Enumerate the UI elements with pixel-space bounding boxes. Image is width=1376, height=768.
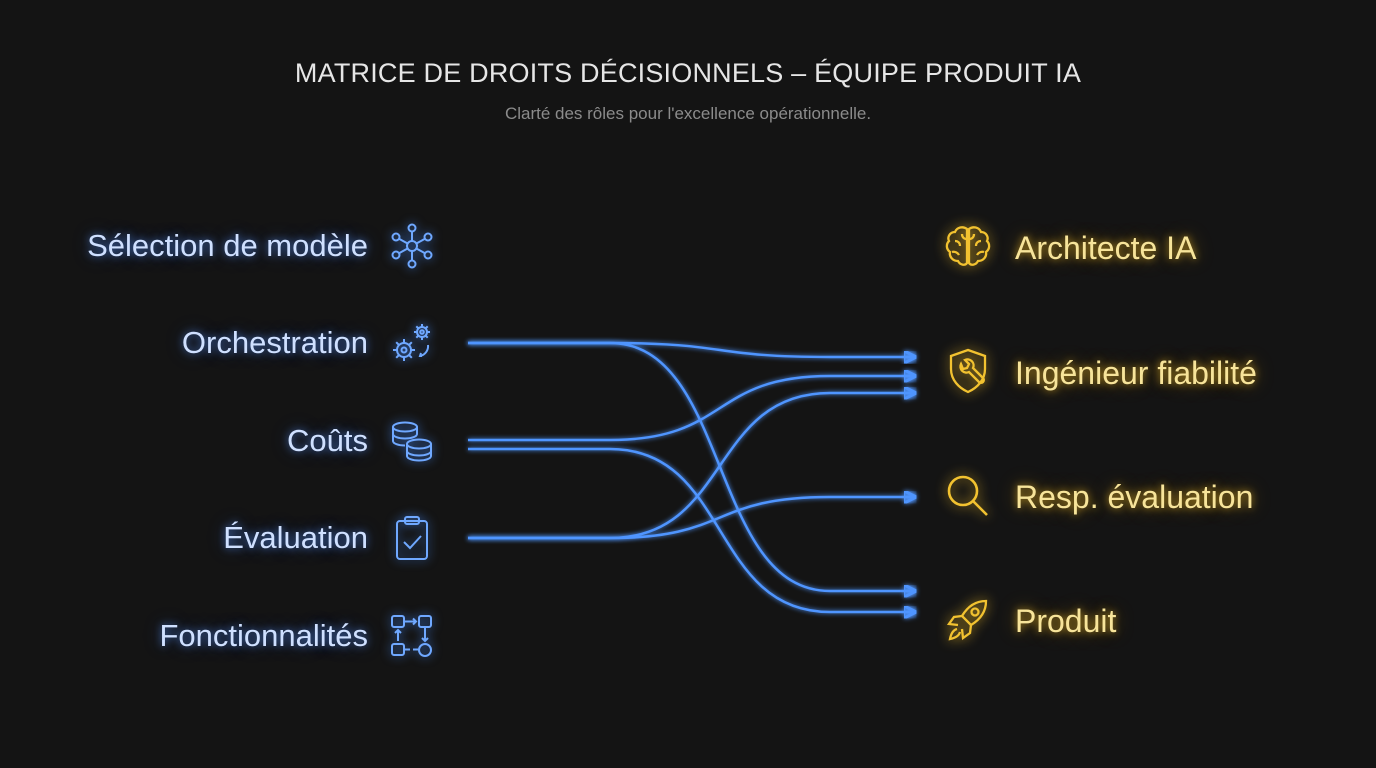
decision-label-model-selection: Sélection de modèle bbox=[87, 228, 368, 263]
gears-icon bbox=[386, 317, 438, 369]
connector-1 bbox=[468, 341, 915, 357]
connector-4 bbox=[468, 447, 915, 612]
decision-label-evaluation: Évaluation bbox=[223, 520, 368, 555]
page-title: MATRICE DE DROITS DÉCISIONNELS – ÉQUIPE … bbox=[294, 58, 1082, 88]
connector-6 bbox=[468, 497, 915, 540]
connector-5 bbox=[468, 393, 915, 540]
shield-wrench-icon bbox=[940, 344, 996, 400]
magnifier-icon bbox=[940, 468, 996, 524]
role-label-ai-architect: Architecte IA bbox=[1015, 230, 1197, 266]
rocket-icon bbox=[940, 592, 996, 648]
decision-label-features: Fonctionnalités bbox=[159, 618, 368, 653]
network-nodes-icon bbox=[386, 220, 438, 272]
page-subtitle: Clarté des rôles pour l'excellence opéra… bbox=[504, 104, 872, 123]
role-label-reliability-engineer: Ingénieur fiabilité bbox=[1015, 355, 1257, 391]
connector-2 bbox=[468, 341, 915, 591]
decision-label-costs: Coûts bbox=[287, 423, 368, 458]
coin-stack-icon bbox=[386, 415, 438, 467]
clipboard-check-icon bbox=[386, 512, 438, 564]
flowchart-icon bbox=[386, 610, 438, 662]
brain-icon bbox=[940, 219, 996, 275]
connector-3 bbox=[468, 376, 915, 442]
role-label-product: Produit bbox=[1015, 603, 1117, 639]
role-label-evaluation-lead: Resp. évaluation bbox=[1015, 479, 1254, 515]
decision-label-orchestration: Orchestration bbox=[181, 325, 368, 360]
